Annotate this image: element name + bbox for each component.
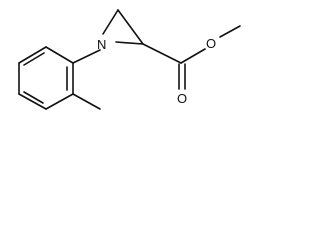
atom-label-nitrogen: N [97, 37, 106, 52]
bond-oester-methyl [219, 25, 241, 38]
bond-carbonyl-oester [180, 48, 206, 64]
ring-bond-2 [45, 93, 74, 110]
bond-n-ch [115, 41, 144, 45]
ring-bond-5 [18, 46, 47, 64]
bond-methyl [72, 93, 101, 110]
ester-group [142, 25, 241, 90]
bond-ch-carbonyl [142, 43, 182, 64]
bond-ch2-ch [117, 9, 144, 45]
bond-n-aryl [72, 49, 101, 64]
ring-bond-6 [45, 46, 74, 64]
atom-label-ester-oxygen: O [206, 36, 216, 51]
atom-label-carbonyl-oxygen: O [177, 91, 187, 106]
bond-n-ch2 [102, 9, 119, 35]
ring-bond-3 [18, 93, 47, 110]
ring-double-bond-2 [23, 91, 44, 104]
molecule-structure: N O O [18, 9, 241, 110]
benzene-ring [18, 46, 74, 110]
aziridine-ring [102, 9, 144, 45]
ring-double-bond-3 [23, 52, 45, 66]
